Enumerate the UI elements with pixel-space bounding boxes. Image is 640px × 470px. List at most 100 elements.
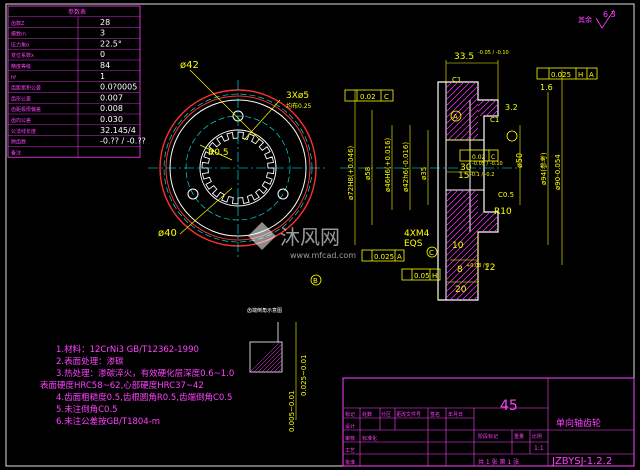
gtol-top-ref1: H bbox=[578, 71, 583, 79]
tb-cell: 比例 bbox=[532, 433, 542, 440]
tb-material: 45 bbox=[500, 398, 518, 414]
dim-inner: ø40 bbox=[158, 228, 177, 239]
dim-0-5: C0.5 bbox=[498, 191, 514, 199]
gtol-mid-ref: C bbox=[491, 154, 495, 161]
label-c1: C1 bbox=[452, 76, 461, 84]
dim-12: 12 bbox=[484, 263, 495, 273]
tb-cell: 标准化 bbox=[362, 435, 377, 442]
tb-drawing-no: JZBYSJ-1.2.2 bbox=[551, 456, 612, 467]
tb-sheet: 共 1 张 第 1 张 bbox=[478, 458, 519, 466]
tb-cell: 处数 bbox=[362, 411, 372, 418]
title-block: 标记处数分区更改文件号签名年月日设计审核工艺批准标准化阶段标记重量比例 bbox=[342, 377, 635, 467]
param-value: 0.008 bbox=[100, 104, 123, 113]
tb-cell: 分区 bbox=[381, 411, 391, 418]
dim-phi94: ø94(参考) bbox=[539, 152, 548, 185]
dim-10: 10 bbox=[452, 241, 464, 251]
param-value: 28 bbox=[100, 18, 110, 27]
dim-eqs: EQS bbox=[404, 239, 423, 249]
note-line: 3.热处理：渗碳淬火，有效硬化层深度0.6~1.0 bbox=[56, 368, 234, 379]
param-label: 模数m bbox=[11, 31, 26, 38]
roughness-note: 其余 bbox=[578, 15, 592, 24]
dim-chamfer: C1 bbox=[490, 116, 499, 124]
note-line: 5.未注倒角C0.5 bbox=[56, 404, 118, 415]
label-b: B bbox=[313, 277, 318, 285]
dim-outer: ø42 bbox=[180, 60, 199, 71]
param-value: 0.007 bbox=[100, 93, 123, 102]
detail-dim-b: 0.005~0.01 bbox=[288, 391, 296, 433]
tb-part-name: 单向轴齿轮 bbox=[556, 417, 601, 429]
watermark-brand: 沐风网 bbox=[280, 225, 340, 249]
dim-15-tol: -0.1 / -0.2 bbox=[470, 172, 494, 178]
gtol-top-ref2: A bbox=[589, 71, 594, 79]
param-value: 84 bbox=[100, 61, 110, 70]
label-a: A bbox=[453, 113, 458, 121]
param-label: 齿形公差 bbox=[11, 95, 31, 102]
param-value: 1 bbox=[100, 72, 105, 81]
param-label: 备注 bbox=[11, 149, 21, 156]
param-label: 精度等级 bbox=[11, 63, 31, 70]
tech-notes: 1.材料：12CrNi3 GB/T12362-19902.表面处理：渗碳3.热处… bbox=[40, 344, 234, 427]
section-view bbox=[340, 60, 563, 301]
tb-cell: 批准 bbox=[345, 459, 355, 466]
dim-phi46: ø46H6(+0.016) bbox=[384, 137, 392, 192]
detail-view bbox=[249, 322, 297, 420]
params-header: 参数表 bbox=[68, 8, 86, 16]
dim-30: 30 bbox=[460, 163, 472, 173]
dim-4xm4: 4XM4 bbox=[404, 229, 430, 239]
gtol-left: 0.02 bbox=[360, 93, 376, 101]
note-line: 2.表面处理：渗碳 bbox=[56, 356, 124, 367]
tb-cell: 工艺 bbox=[345, 448, 355, 454]
param-value: 32.145/4 bbox=[100, 126, 136, 135]
dim-phi35: ø35 bbox=[420, 167, 428, 180]
label-c: C bbox=[429, 249, 434, 257]
tb-cell: 年月日 bbox=[448, 411, 463, 418]
gtol-frames bbox=[310, 67, 598, 286]
param-label: 齿距极限偏差 bbox=[11, 106, 41, 113]
dim-phi42: ø42h6(-0.016) bbox=[402, 142, 410, 192]
tb-scale: 1:1 bbox=[534, 445, 544, 452]
tb-cell: 阶段标记 bbox=[478, 433, 498, 440]
gtol-left-ref: C bbox=[384, 93, 389, 101]
param-label: 跨齿数 bbox=[11, 139, 26, 146]
note-line: 1.材料：12CrNi3 GB/T12362-1990 bbox=[56, 344, 199, 355]
watermark-url: www.mfcad.com bbox=[290, 251, 356, 260]
param-value: 3 bbox=[100, 29, 105, 38]
dim-holes: 3Xø5 bbox=[286, 91, 309, 101]
dim-15: 15 bbox=[458, 171, 469, 181]
gtol-mid: 0.02 bbox=[472, 154, 486, 161]
dim-r10: R10 bbox=[494, 207, 512, 217]
dim-r: R0.5 bbox=[208, 148, 229, 158]
tb-cell: 签名 bbox=[430, 411, 440, 418]
param-value: 0.030 bbox=[100, 115, 123, 124]
param-label: 压力角α bbox=[11, 41, 30, 48]
gtol-bottom-ref: A bbox=[397, 253, 402, 261]
dim-8-tol: +0.08 / 0 bbox=[466, 263, 489, 269]
dim-1-6: 1.6 bbox=[540, 83, 553, 92]
dim-33-5-tol: -0.05 / -0.10 bbox=[478, 50, 509, 56]
tb-cell: 更改文件号 bbox=[396, 411, 421, 418]
param-value: -0.?? / -0.?? bbox=[100, 137, 146, 146]
watermark-logo bbox=[248, 222, 276, 250]
gtol-bottom2-ref: H bbox=[432, 272, 437, 280]
note-line: 6.未注公差按GB/T1804-m bbox=[56, 416, 160, 427]
gtol-top: 0.025 bbox=[551, 71, 571, 79]
dim-20: 20 bbox=[455, 285, 467, 295]
dim-phi58: ø58 bbox=[364, 167, 372, 180]
param-label: 公法线长度 bbox=[11, 128, 36, 135]
param-label: 齿向公差 bbox=[11, 117, 31, 124]
drawing-frame bbox=[5, 3, 635, 467]
note-line: 4.齿面粗糙度0.5,齿根圆角R0.5,齿端倒角C0.5 bbox=[56, 392, 232, 403]
dim-33-5: 33.5 bbox=[454, 52, 474, 62]
dim-phi90: ø90-0.054 bbox=[554, 154, 562, 190]
detail-dim-a: 0.025~0.01 bbox=[300, 355, 308, 397]
dim-8: 8 bbox=[457, 265, 463, 275]
dim-holes-tol: 均布0.25 bbox=[286, 102, 312, 110]
gtol-bottom: 0.025 bbox=[374, 253, 394, 261]
gtol-bottom2: 0.05 bbox=[414, 272, 430, 280]
tb-cell: 重量 bbox=[514, 433, 524, 440]
param-label: 齿数Z bbox=[11, 20, 25, 27]
dim-phi50: ø50 bbox=[515, 153, 524, 168]
dim-3-2: 3.2 bbox=[505, 103, 518, 112]
roughness-value: 6.3 bbox=[603, 10, 616, 19]
front-view bbox=[148, 69, 328, 258]
